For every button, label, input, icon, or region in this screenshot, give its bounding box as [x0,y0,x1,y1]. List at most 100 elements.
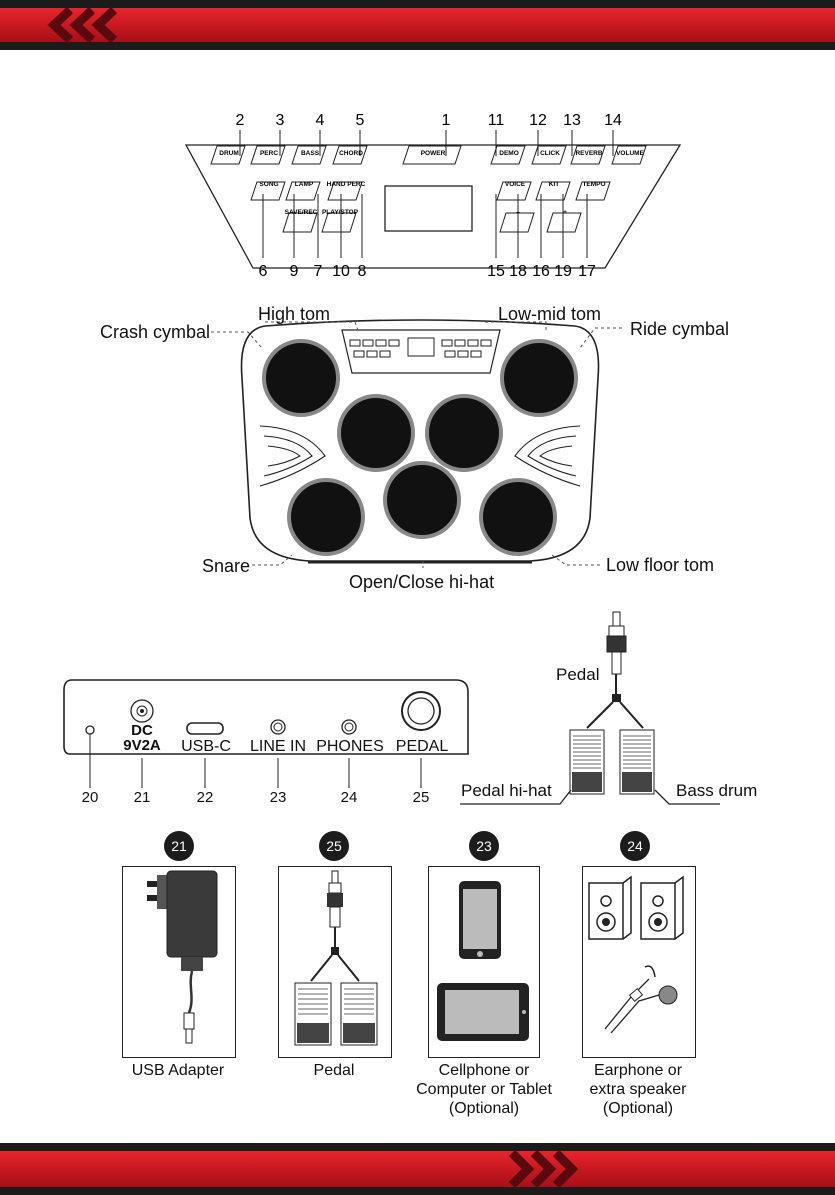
panel-top-number-4: 5 [356,112,365,129]
panel-row2-button-3 [327,181,363,201]
device-caption: Cellphone or Computer or Tablet (Optiona… [416,1062,552,1117]
dc-port-text: DC 9V2A [123,722,161,754]
speaker-earphone-icon [588,875,684,1034]
panel-button-label-6: DEMO [499,150,519,157]
panel-button-label-4: CHORD [339,150,363,157]
panel-button-label-3: BASS [301,150,320,157]
pedal-caption: Pedal [313,1062,355,1079]
crash-cymbal-label: Crash cymbal [100,322,211,342]
panel-row2-button-1 [250,181,286,201]
rear-panel-diagram [63,679,469,788]
dc-port-label: DC 9V2A [120,723,164,753]
panel-bottom-number-4: 10 [332,263,350,280]
panel-button-8 [570,145,606,165]
panel-row2-label-1: SONG [259,181,278,188]
dual-pedal-diagram [460,611,720,805]
panel-bottom-number-7: 18 [509,263,527,280]
panel-row3-button-3 [499,212,535,233]
chevron-left-icon [47,6,118,44]
device-box [428,866,540,1058]
panel-button-2 [250,145,286,165]
panel-row2-label-3: HAND PERC [327,181,366,188]
port-number-23: 23 [269,789,287,806]
phone-tablet-icon [437,881,529,1041]
control-panel-diagram: DRUM PERC BASS CHORD POWER DEMO CLICK REVERB VOL… [184,112,682,280]
panel-button-label-5: POWER [421,150,446,157]
panel-top-number-1: 2 [236,112,245,129]
panel-row2-label-6: TEMPO [582,181,605,188]
panel-row2-button-5 [535,181,571,201]
badge-21: 21 [164,831,194,861]
line-in-port-label: LINE IN [249,738,306,755]
panel-top-number-9: 14 [604,112,622,129]
snare-label: Snare [202,556,251,576]
panel-button-7 [531,145,567,165]
speaker-earphone-box [582,866,696,1058]
panel-button-3 [291,145,327,165]
panel-button-label-2: PERC [260,150,278,157]
panel-row2-label-4: VOICE [505,181,526,188]
pedal-hihat-label: Pedal hi-hat [461,781,552,800]
header-band [0,0,835,50]
panel-row3-button-4 [546,212,582,233]
panel-button-label-7: CLICK [540,150,560,157]
badge-25: 25 [319,831,349,861]
panel-bottom-number-9: 19 [554,263,572,280]
panel-top-number-6: 11 [488,112,505,129]
panel-button-9 [611,145,647,165]
bass-drum-label: Bass drum [676,781,758,800]
badge-23: 23 [469,831,499,861]
panel-row3-button-2 [321,212,357,233]
panel-row3-button-1 [282,212,318,233]
speaker-caption: Earphone or extra speaker (Optional) [589,1062,687,1117]
panel-top-number-5: 1 [442,112,451,129]
panel-top-number-3: 4 [316,112,325,129]
panel-bottom-number-5: 8 [358,263,367,280]
panel-bottom-number-3: 7 [314,263,323,280]
panel-bottom-number-2: 9 [290,263,299,280]
panel-button-6 [490,145,526,165]
header-red-stripe [0,8,835,42]
panel-button-1 [210,145,246,165]
port-number-20: 20 [81,789,99,806]
port-number-22: 22 [196,789,214,806]
hihat-label: Open/Close hi-hat [349,572,495,592]
drum-leader-lines [211,321,622,568]
panel-row3-label-3: – [516,209,520,216]
usb-adapter-box [122,866,236,1058]
panel-top-number-8: 13 [563,112,581,129]
panel-row2-label-2: LAMP [295,181,314,188]
panel-row3-label-4: + [563,209,567,216]
panel-top-number-2: 3 [276,112,285,129]
panel-row2-label-5: KIT [549,181,560,188]
pedal-port-label: PEDAL [395,738,449,755]
pedal-title-label: Pedal [556,665,600,684]
panel-top-number-7: 12 [529,112,547,129]
footer-red-stripe [0,1151,835,1187]
chevron-right-icon [508,1149,579,1189]
usbc-port-label: USB-C [181,738,231,755]
usb-adapter-icon [147,870,218,1044]
high-tom-label: High tom [258,304,331,324]
panel-bottom-number-6: 15 [487,263,505,280]
panel-button-4 [332,145,368,165]
panel-button-label-8: REVERB [575,150,602,157]
pedal-icon [294,870,378,1046]
panel-bottom-number-10: 17 [578,263,596,280]
panel-button-label-9: VOLUME [616,150,644,157]
panel-bottom-number-1: 6 [259,263,268,280]
pedal-accessory-box [278,866,392,1058]
panel-row3-label-1: SAVE/REC [285,209,318,216]
port-number-24: 24 [340,789,358,806]
panel-button-label-1: DRUM [219,150,239,157]
low-mid-tom-label: Low-mid tom [498,304,602,324]
panel-bottom-number-8: 16 [532,263,550,280]
port-number-21: 21 [133,789,151,806]
badge-24: 24 [620,831,650,861]
footer-band [0,1143,835,1195]
ride-cymbal-label: Ride cymbal [630,319,730,339]
drum-pad-diagram [240,319,600,564]
port-number-25: 25 [412,789,430,806]
low-floor-tom-label: Low floor tom [606,555,715,575]
panel-row3-label-2: PLAY/STOP [322,209,359,216]
